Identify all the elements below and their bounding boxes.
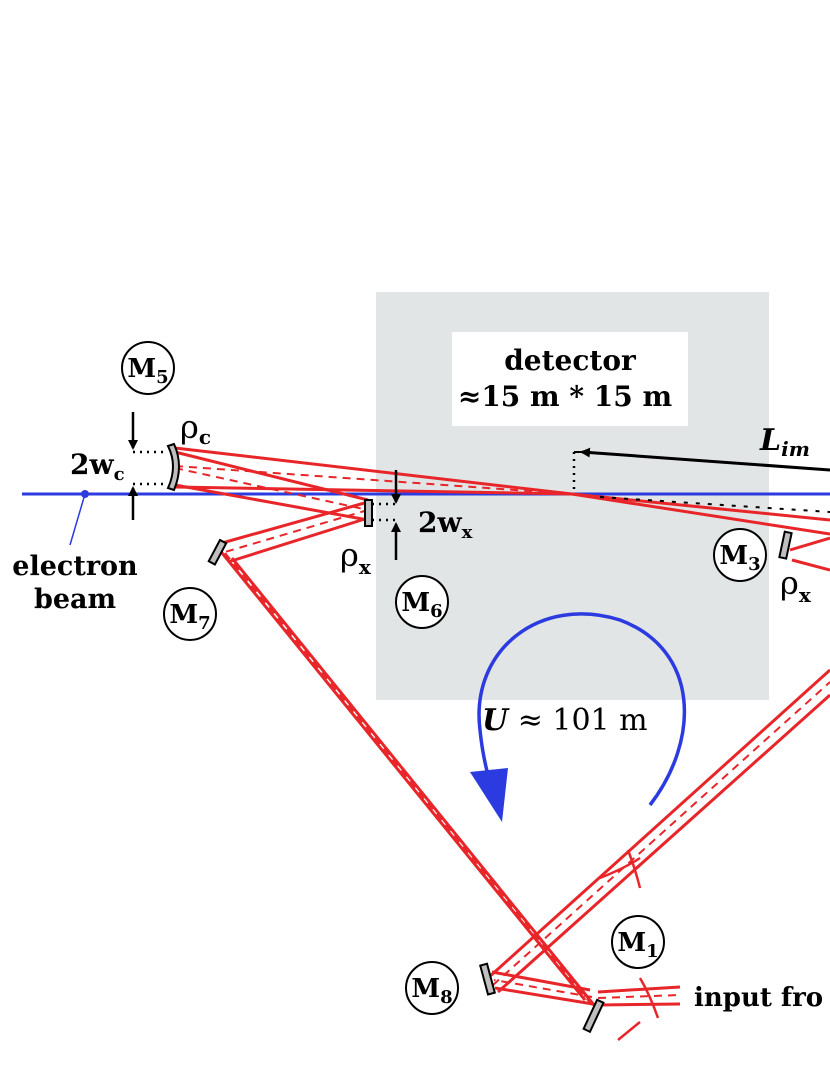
detector-size: ≈15 m * 15 m — [458, 380, 672, 413]
mirror-m6 — [364, 499, 373, 527]
axis-dash-right — [599, 496, 830, 513]
rho-c-label: ρc — [180, 408, 211, 449]
svg-text:M7: M7 — [169, 600, 210, 634]
detector-label-box — [452, 332, 688, 426]
circulation-arrowhead — [470, 768, 508, 822]
mirror-label-m7: M7 — [163, 587, 217, 641]
mirror-m5 — [166, 442, 180, 492]
detector-title: detector — [504, 344, 637, 377]
circulation-arrow — [477, 612, 686, 807]
svg-text:M6: M6 — [401, 588, 442, 622]
mirror-label-m5: M5 — [121, 341, 175, 395]
length-arrow — [580, 447, 830, 472]
waist-c-annotation — [128, 412, 168, 520]
wavefront-marks — [599, 849, 660, 1041]
circumference-label: U ≈ 101 m — [482, 703, 648, 738]
mirror-m3 — [778, 530, 793, 560]
mirror-m1 — [582, 998, 605, 1034]
electron-beam-leader — [69, 493, 86, 546]
electron-beam-label-2: beam — [34, 584, 116, 615]
svg-text:M8: M8 — [411, 974, 452, 1008]
mirror-label-m8: M8 — [405, 961, 459, 1015]
waist-c-label: 2wc — [70, 448, 125, 485]
mirror-m8 — [479, 962, 497, 996]
svg-text:M5: M5 — [127, 354, 168, 388]
mirror-label-m6: M6 — [395, 575, 449, 629]
svg-text:M1: M1 — [617, 928, 658, 962]
length-label: Lim — [759, 423, 810, 461]
mirror-m7 — [207, 538, 228, 566]
mirror-label-m3: M3 — [713, 528, 767, 582]
mirror-label-m1: M1 — [611, 915, 665, 969]
waist-x-label: 2wx — [418, 506, 473, 543]
input-label: input fro — [694, 983, 823, 1013]
waist-x-annotation — [372, 470, 401, 560]
rho-x-right-label: ρx — [780, 564, 812, 607]
mirror-shapes — [166, 442, 793, 1034]
svg-text:M3: M3 — [719, 541, 760, 575]
rho-x-left-label: ρx — [340, 536, 372, 579]
electron-beam-label-1: electron — [12, 551, 138, 582]
